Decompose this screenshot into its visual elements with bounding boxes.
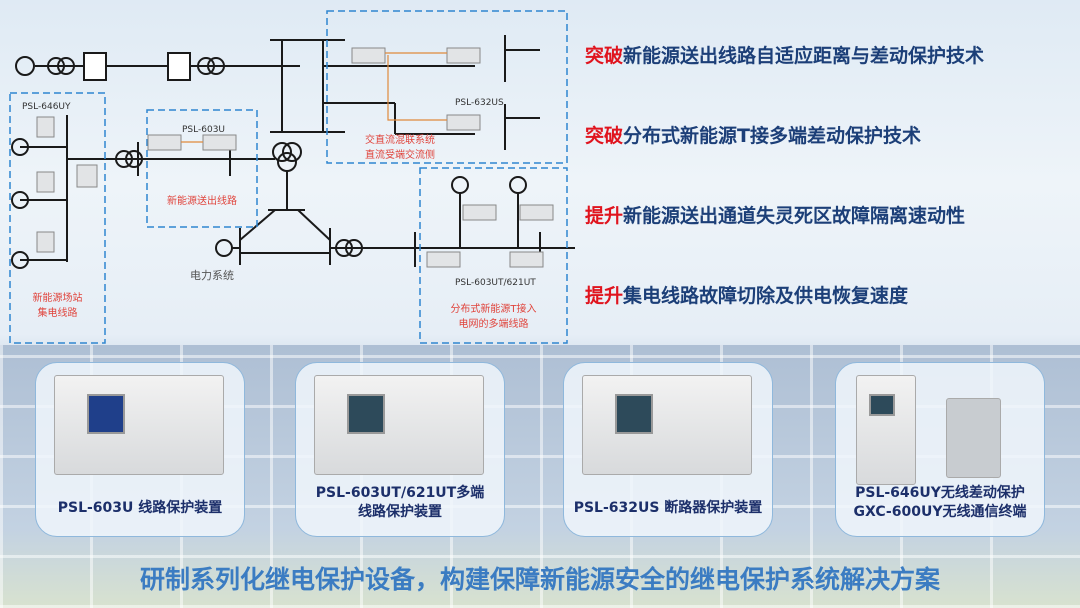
bullet-2: 突破分布式新能源T接多端差动保护技术 [585, 125, 921, 147]
device-image [582, 375, 752, 475]
product-card-psl-632us: PSL-632US 断路器保护装置 [563, 362, 773, 537]
label-power-system: 电力系统 [190, 269, 234, 282]
bullet-1: 突破新能源送出线路自适应距离与差动保护技术 [585, 45, 985, 67]
label-psl-603ut: PSL-603UT/621UT [455, 278, 536, 288]
label-station-collector: 新能源场站集电线路 [32, 293, 83, 319]
label-psl-603u: PSL-603U [182, 125, 226, 135]
product-card-psl-603u: PSL-603U 线路保护装置 [35, 362, 245, 537]
single-line-diagram [9, 10, 575, 344]
label-t-tap-line: 分布式新能源T接入电网的多端线路 [450, 304, 537, 330]
bullet-3: 提升新能源送出通道失灵死区故障隔离速动性 [585, 205, 966, 227]
device-image [856, 375, 916, 485]
device-image [314, 375, 484, 475]
device-image [54, 375, 224, 475]
label-psl-632us: PSL-632US [455, 98, 504, 108]
bullet-4: 提升集电线路故障切除及供电恢复速度 [585, 285, 909, 307]
wireless-terminal-image [946, 398, 1001, 478]
label-psl-646uy: PSL-646UY [22, 102, 71, 112]
footer-title: 研制系列化继电保护设备，构建保障新能源安全的继电保护系统解决方案 [139, 565, 940, 594]
label-outgoing-line: 新能源送出线路 [167, 196, 237, 207]
label-hybrid-system: 交直流混联系统直流受端交流侧 [365, 135, 435, 161]
product-card-psl-603ut: PSL-603UT/621UT多端线路保护装置 [295, 362, 505, 537]
generator-icon [15, 56, 35, 76]
